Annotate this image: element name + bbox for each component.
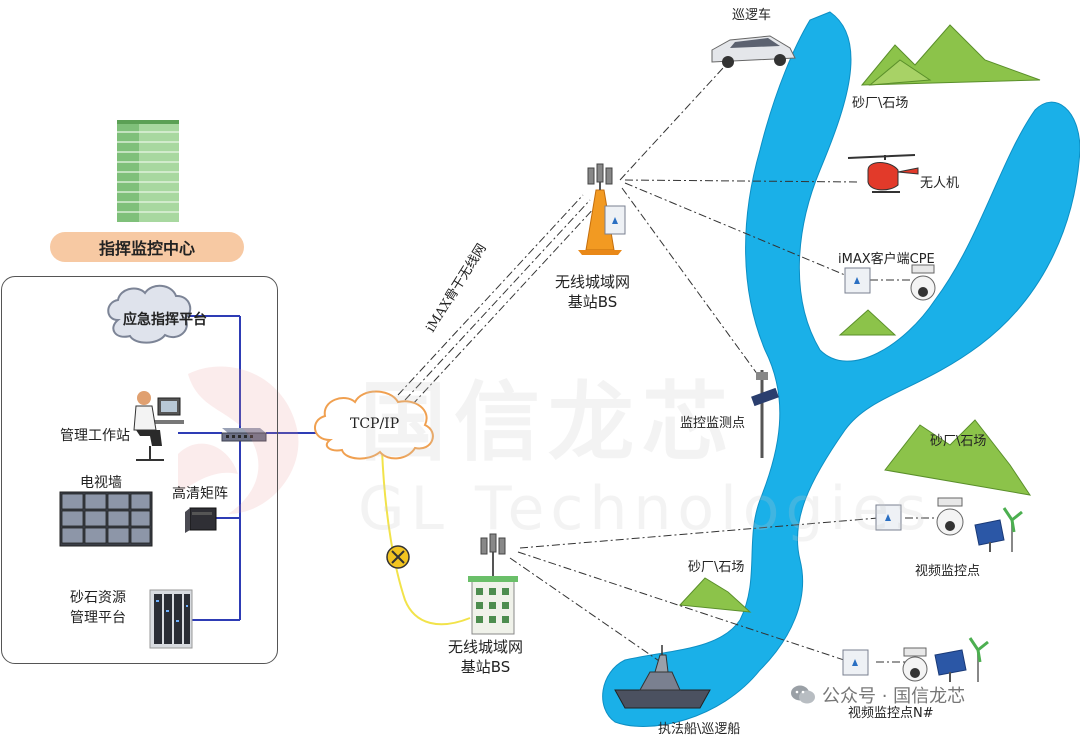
monitor-pole-icon [751,370,779,458]
watermark-cn: 国信龙芯 [360,373,736,473]
video-wall-label: 电视墙 [80,475,122,491]
fiber-line [381,449,471,626]
cpe-icon-top [844,267,871,294]
quarry-top-label: 砂厂\石场 [852,96,909,111]
mountain-mid [678,577,752,613]
base-station-bottom-label: 无线城域网 基站BS [448,637,523,677]
tcpip-label: TCP/IP [350,416,400,432]
base-station-top-label: 无线城域网 基站BS [555,272,630,312]
sand-platform-line1: 砂石资源 [70,590,126,606]
mountain-right [884,419,1032,496]
sand-platform-line2: 管理平台 [70,610,126,626]
cpe-icon-right [875,504,902,531]
emergency-platform-label: 应急指挥平台 [123,312,207,328]
quarry-right-label: 砂厂\石场 [930,434,987,449]
footer-text: 公众号 · 国信龙芯 [822,686,966,707]
video-wall-icon [59,491,153,547]
tower-bottom-icon [468,533,518,635]
drone-icon [847,154,919,193]
wind-turbine-icon-right [1002,507,1023,552]
server-rack-icon [149,589,193,649]
quarry-mid-label: 砂厂\石场 [688,560,745,575]
drone-label: 无人机 [920,176,960,191]
sand-platform-label: 砂石资源 管理平台 [70,588,126,628]
watermark-en: GL Technologies [358,474,933,544]
command-center-label: 指挥监控中心 [50,232,244,262]
bottom-bs-links [509,517,879,666]
solar-panel-icon-bottom [934,649,967,682]
solar-panel-icon-right [974,519,1005,552]
building-icon [117,120,179,222]
command-center-panel [1,276,278,664]
footer: 公众号 · 国信龙芯 [790,682,965,708]
video-point-n-label: 视频监控点N# [848,706,934,721]
ship-label: 执法船\巡逻船 [658,722,741,737]
camera-icon-top [910,264,936,301]
cpe-icon-bottom [842,649,869,676]
top-bs-links [619,54,861,376]
tower-top-icon [578,163,626,255]
backbone-lines [397,194,598,406]
emergency-cloud-icon [107,284,192,344]
cpe-camera-links [870,279,940,663]
mountain-small [838,309,897,336]
base-station-bottom-line1: 无线城域网 [448,638,524,656]
video-point-label: 视频监控点 [915,564,981,579]
tcpip-cloud-icon [314,390,434,460]
cpe-label: iMAX客户端CPE [838,252,935,267]
workstation-label: 管理工作站 [60,428,130,444]
watermark-logo-icon [178,366,299,514]
monitor-point-label: 监控监测点 [680,416,746,431]
operator-icon [133,391,184,461]
hd-matrix-icon [185,507,217,533]
camera-icon-bottom [902,647,928,682]
patrol-car-icon [711,35,796,68]
camera-icon-right [936,497,964,536]
mountain-top [860,24,1041,86]
wind-turbine-icon-bottom [968,637,989,682]
patrol-car-label: 巡逻车 [732,8,772,23]
wechat-icon [791,685,815,704]
base-station-top-line1: 无线城域网 [555,273,631,291]
hd-matrix-label: 高清矩阵 [172,486,228,502]
river [602,11,1080,727]
base-station-top-line2: 基站BS [567,293,618,311]
network-switch-icon [221,428,267,442]
base-station-bottom-line2: 基站BS [460,658,511,676]
ship-icon [614,645,711,709]
